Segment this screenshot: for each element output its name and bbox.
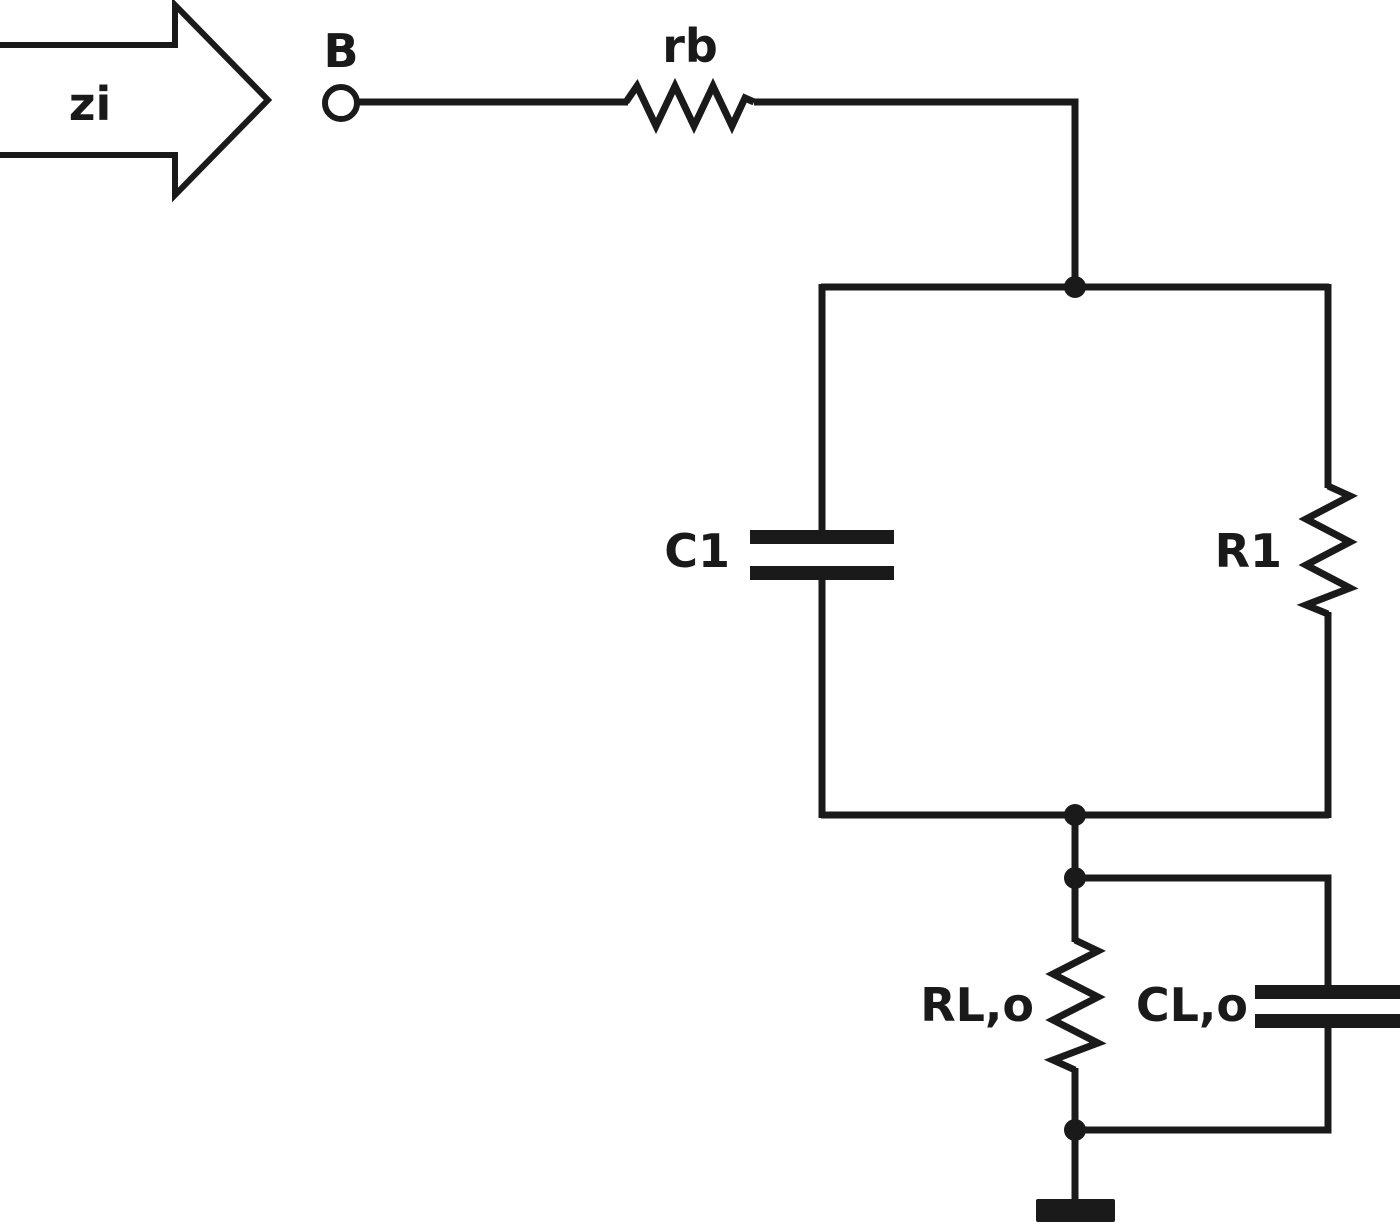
junction-top — [1064, 276, 1086, 298]
ground-symbol — [1036, 1199, 1115, 1222]
capacitor-c1-plate-bottom — [750, 566, 894, 580]
resistor-rlo — [1043, 936, 1107, 1074]
resistor-r1 — [1296, 482, 1359, 618]
clo-label: CL,o — [1136, 978, 1248, 1032]
input-arrow — [0, 0, 273, 203]
junction-load-top — [1064, 867, 1086, 889]
terminal-b — [322, 84, 360, 122]
r1-label: R1 — [1215, 524, 1282, 578]
resistor-rb — [623, 77, 756, 135]
wire-rb-to-junction — [754, 98, 1079, 287]
wire-load-bottom — [1075, 1022, 1332, 1134]
wire-load-top — [1075, 874, 1332, 990]
rlo-label: RL,o — [920, 978, 1034, 1032]
c1-label: C1 — [664, 524, 730, 578]
input-arrow-label: zi — [69, 77, 112, 131]
capacitor-clo-plate-bottom — [1255, 1014, 1400, 1028]
terminal-b-label: B — [323, 24, 358, 78]
rb-label: rb — [662, 19, 718, 73]
capacitor-clo-plate-top — [1255, 985, 1400, 999]
capacitor-c1-plate-top — [750, 530, 894, 544]
